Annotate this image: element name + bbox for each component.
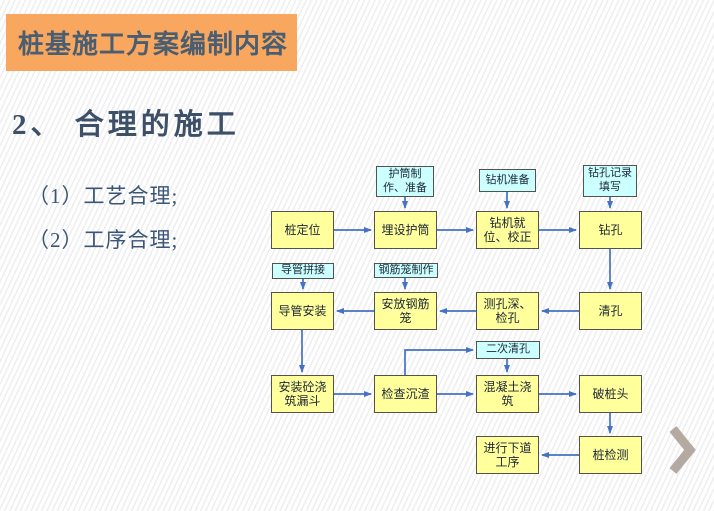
node-hole-cleaning: 清孔	[579, 292, 642, 330]
node-secondary-hole-cleaning: 二次清孔	[476, 341, 540, 359]
node-casing-fabrication-prep: 护筒制作、准备	[376, 166, 434, 197]
next-chevron-icon[interactable]	[668, 426, 696, 474]
node-concrete-pouring: 混凝土浇筑	[476, 375, 539, 413]
node-drilling: 钻孔	[579, 211, 642, 249]
node-concrete-hopper-install: 安装砼浇筑漏斗	[271, 375, 334, 413]
node-pile-testing: 桩检测	[579, 436, 642, 474]
node-sediment-check: 检查沉渣	[374, 375, 437, 413]
point-sequence-rational: （2）工序合理;	[28, 228, 179, 252]
node-rebar-cage-placement: 安放钢筋笼	[374, 292, 437, 330]
node-casing-installation: 埋设护筒	[374, 211, 437, 249]
node-tremie-pipe-installation: 导管安装	[271, 292, 334, 330]
node-rebar-cage-fabrication: 钢筋笼制作	[374, 263, 438, 278]
node-pile-positioning: 桩定位	[271, 211, 334, 249]
slide-title-bar: 桩基施工方案编制内容	[6, 14, 297, 71]
node-pile-head-breaking: 破桩头	[579, 375, 642, 413]
node-drilling-record-filling: 钻孔记录填写	[583, 165, 637, 197]
node-rig-in-place-alignment: 钻机就位、校正	[476, 211, 539, 249]
node-depth-measure-hole-check: 测孔深、检孔	[476, 292, 539, 330]
section-heading: 2、 合理的施工	[12, 109, 240, 141]
node-tremie-pipe-splicing: 导管拼接	[272, 263, 334, 279]
point-process-rational: （1）工艺合理;	[28, 184, 179, 208]
node-next-process: 进行下道工序	[476, 436, 539, 474]
node-drill-rig-preparation: 钻机准备	[479, 169, 536, 192]
slide-title: 桩基施工方案编制内容	[18, 30, 289, 59]
construction-flowchart: 桩定位 护筒制作、准备 埋设护筒 钻机准备 钻机就位、校正 钻孔记录填写 钻孔 …	[255, 150, 660, 490]
